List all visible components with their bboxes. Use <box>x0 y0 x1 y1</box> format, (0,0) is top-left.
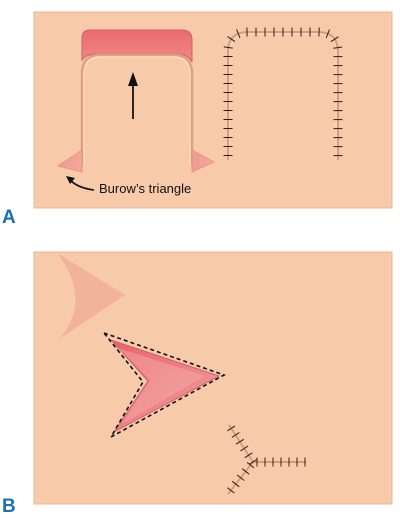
suture-stitch <box>330 36 339 43</box>
suture-stitch <box>333 46 343 49</box>
burows-triangle-label: Burow’s triangle <box>99 181 191 196</box>
suture-stitch <box>236 29 241 38</box>
suture-stitch <box>227 425 236 432</box>
panel-b <box>33 251 393 505</box>
suture-stitch <box>241 468 250 475</box>
annotation-arrow <box>66 176 95 191</box>
suture-stitch <box>223 46 233 49</box>
y-suture <box>226 424 306 495</box>
healed-v-shadow <box>58 254 124 338</box>
panel-b-label: B <box>2 496 16 517</box>
suture-stitch <box>248 459 257 465</box>
suture-stitch <box>244 452 253 459</box>
stitches-a <box>223 27 343 157</box>
suture-stitch <box>240 445 249 452</box>
suture-stitch <box>231 480 240 488</box>
suture-stitch <box>246 462 255 469</box>
sutured-flap <box>223 27 343 160</box>
suture-stitch <box>226 487 235 494</box>
advancement-flap: Burow’s triangle <box>57 29 215 196</box>
panel-a-label: A <box>2 207 16 228</box>
flap-outline <box>80 53 194 166</box>
v-dashed-outline <box>101 331 226 440</box>
suture-stitch <box>227 36 236 43</box>
suture-stitch <box>231 432 240 438</box>
stitches-b <box>226 425 306 494</box>
advancement-arrow <box>128 72 138 119</box>
suture-stitch <box>236 474 245 481</box>
panel-a: Burow’s triangle <box>33 11 393 209</box>
suture-stitch <box>325 29 330 38</box>
v-incision <box>101 331 226 440</box>
suture-stitch <box>235 438 244 445</box>
